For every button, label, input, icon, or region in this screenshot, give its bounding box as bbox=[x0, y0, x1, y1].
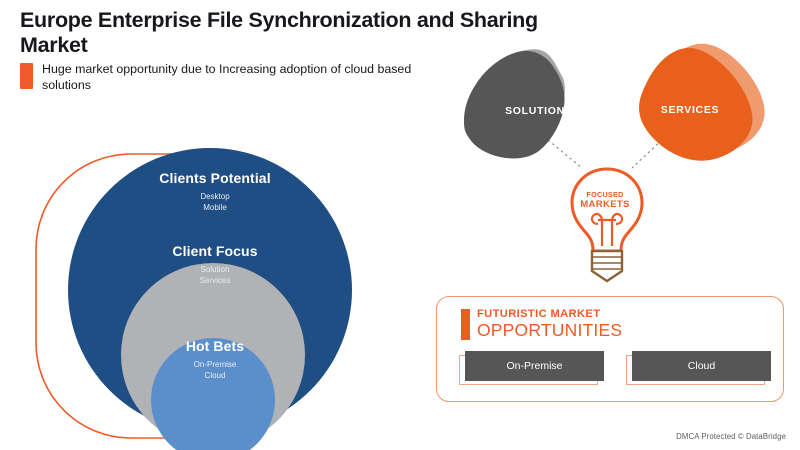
client-focus-title: Client Focus bbox=[172, 243, 258, 259]
panel-heading-line1: FUTURISTIC MARKET bbox=[477, 308, 601, 320]
lightbulb-base-icon bbox=[590, 249, 624, 283]
panel-accent-bar-icon bbox=[461, 309, 470, 340]
connector-solution-to-bulb bbox=[547, 139, 583, 169]
subtitle-block: Huge market opportunity due to Increasin… bbox=[20, 62, 450, 93]
hot-bets-title: Hot Bets bbox=[185, 338, 245, 354]
hot-bets-items: On-Premise Cloud bbox=[193, 360, 237, 380]
bulb-caption-line1: FOCUSED bbox=[586, 190, 624, 199]
lightbulb-filament-right-icon bbox=[610, 212, 624, 246]
panel-heading: FUTURISTIC MARKET OPPORTUNITIES bbox=[461, 308, 622, 340]
solution-shape bbox=[464, 51, 565, 159]
label-clients-potential: Clients Potential Desktop Mobile bbox=[115, 170, 315, 213]
orange-square-accent-icon bbox=[20, 63, 33, 89]
page-subtitle: Huge market opportunity due to Increasin… bbox=[42, 62, 412, 92]
venn-svg bbox=[35, 148, 352, 450]
nested-circles-diagram: Clients Potential Desktop Mobile Client … bbox=[0, 130, 420, 450]
copyright-footer: DMCA Protected © DataBridge bbox=[676, 432, 786, 441]
panel-heading-line2: OPPORTUNITIES bbox=[477, 320, 623, 340]
opportunity-buttons: On-Premise Cloud bbox=[459, 351, 771, 387]
clients-potential-items: Desktop Mobile bbox=[200, 192, 230, 212]
label-hot-bets: Hot Bets On-Premise Cloud bbox=[140, 338, 290, 381]
bulb-caption-line2: MARKETS bbox=[580, 199, 630, 210]
label-client-focus: Client Focus Solution Services bbox=[130, 243, 300, 286]
futuristic-opportunities-panel: FUTURISTIC MARKET OPPORTUNITIES On-Premi… bbox=[436, 296, 784, 402]
client-focus-items: Solution Services bbox=[199, 265, 231, 285]
circle-hot-bets bbox=[151, 338, 275, 450]
lightbulb-glass-icon bbox=[570, 167, 644, 253]
bulb-caption: FOCUSED MARKETS bbox=[560, 190, 650, 210]
on-premise-button[interactable]: On-Premise bbox=[465, 351, 604, 381]
solution-label: SOLUTION bbox=[505, 105, 565, 117]
cloud-button[interactable]: Cloud bbox=[632, 351, 771, 381]
services-label: SERVICES bbox=[660, 104, 720, 116]
focused-markets-diagram: SOLUTION SERVICES FOCUSED MARKETS bbox=[430, 28, 800, 298]
shapes-svg bbox=[464, 43, 765, 283]
services-shape bbox=[639, 47, 753, 161]
clients-potential-title: Clients Potential bbox=[159, 170, 271, 186]
connector-services-to-bulb bbox=[631, 139, 663, 169]
page-title: Europe Enterprise File Synchronization a… bbox=[20, 8, 538, 57]
button-wrapper-on-premise: On-Premise bbox=[459, 351, 604, 387]
lightbulb-filament-left-icon bbox=[590, 212, 604, 246]
button-wrapper-cloud: Cloud bbox=[626, 351, 771, 387]
